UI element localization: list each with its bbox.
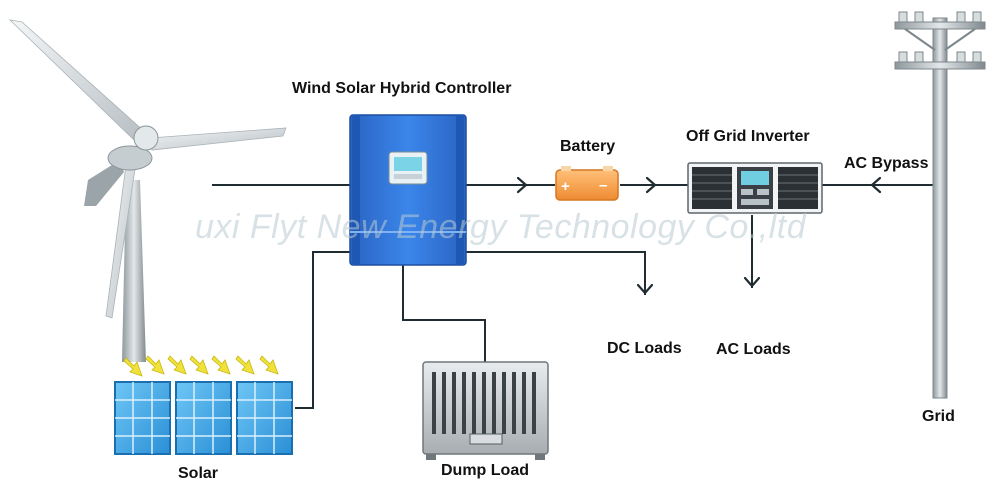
controller-label: Wind Solar Hybrid Controller xyxy=(292,80,512,97)
turbine-nacelle xyxy=(107,145,153,171)
arrow-to-battery xyxy=(516,176,528,194)
turbine-tower xyxy=(122,180,146,362)
battery-minus-symbol: – xyxy=(599,177,607,194)
arrow-to-dc-loads xyxy=(636,283,654,295)
watermark-text: uxi Flyt New Energy Technology Co.,ltd xyxy=(195,208,807,246)
solar-panel-1 xyxy=(114,381,171,455)
solar-to-controller-line xyxy=(295,251,350,409)
arrow-from-grid xyxy=(870,176,882,194)
arrow-to-ac-loads xyxy=(743,276,761,288)
arrow-to-inverter xyxy=(645,176,657,194)
battery-icon: + – xyxy=(555,166,619,201)
battery-plus-symbol: + xyxy=(561,178,570,195)
connection-lines xyxy=(212,184,940,409)
wind-turbine-icon xyxy=(8,19,287,362)
battery-label: Battery xyxy=(560,138,616,155)
turbine-hub xyxy=(133,125,159,151)
hybrid-controller-icon xyxy=(349,114,467,266)
solar-panel-2 xyxy=(175,381,232,455)
dc-loads-label: DC Loads xyxy=(607,340,682,357)
ac-bypass-label: AC Bypass xyxy=(844,155,929,172)
dump-load-icon xyxy=(422,361,549,460)
sunlight-arrows-icon xyxy=(123,355,279,377)
solar-panels-icon xyxy=(114,355,293,455)
flow-arrows xyxy=(516,176,882,295)
ac-loads-label: AC Loads xyxy=(716,341,791,358)
controller-to-dump-load-line xyxy=(402,265,486,362)
inverter-label: Off Grid Inverter xyxy=(686,128,810,145)
solar-label: Solar xyxy=(178,465,219,482)
dump-load-terminal xyxy=(469,433,503,445)
dump-load-label: Dump Load xyxy=(441,462,529,479)
utility-pole-icon xyxy=(894,11,986,399)
grid-label: Grid xyxy=(922,408,955,425)
turbine-blade-upper xyxy=(8,19,146,141)
controller-to-dc-loads-line xyxy=(466,251,646,295)
turbine-blade-right xyxy=(149,127,287,151)
turbine-tail xyxy=(84,160,124,206)
off-grid-inverter-icon xyxy=(687,162,823,214)
solar-panel-3 xyxy=(236,381,293,455)
